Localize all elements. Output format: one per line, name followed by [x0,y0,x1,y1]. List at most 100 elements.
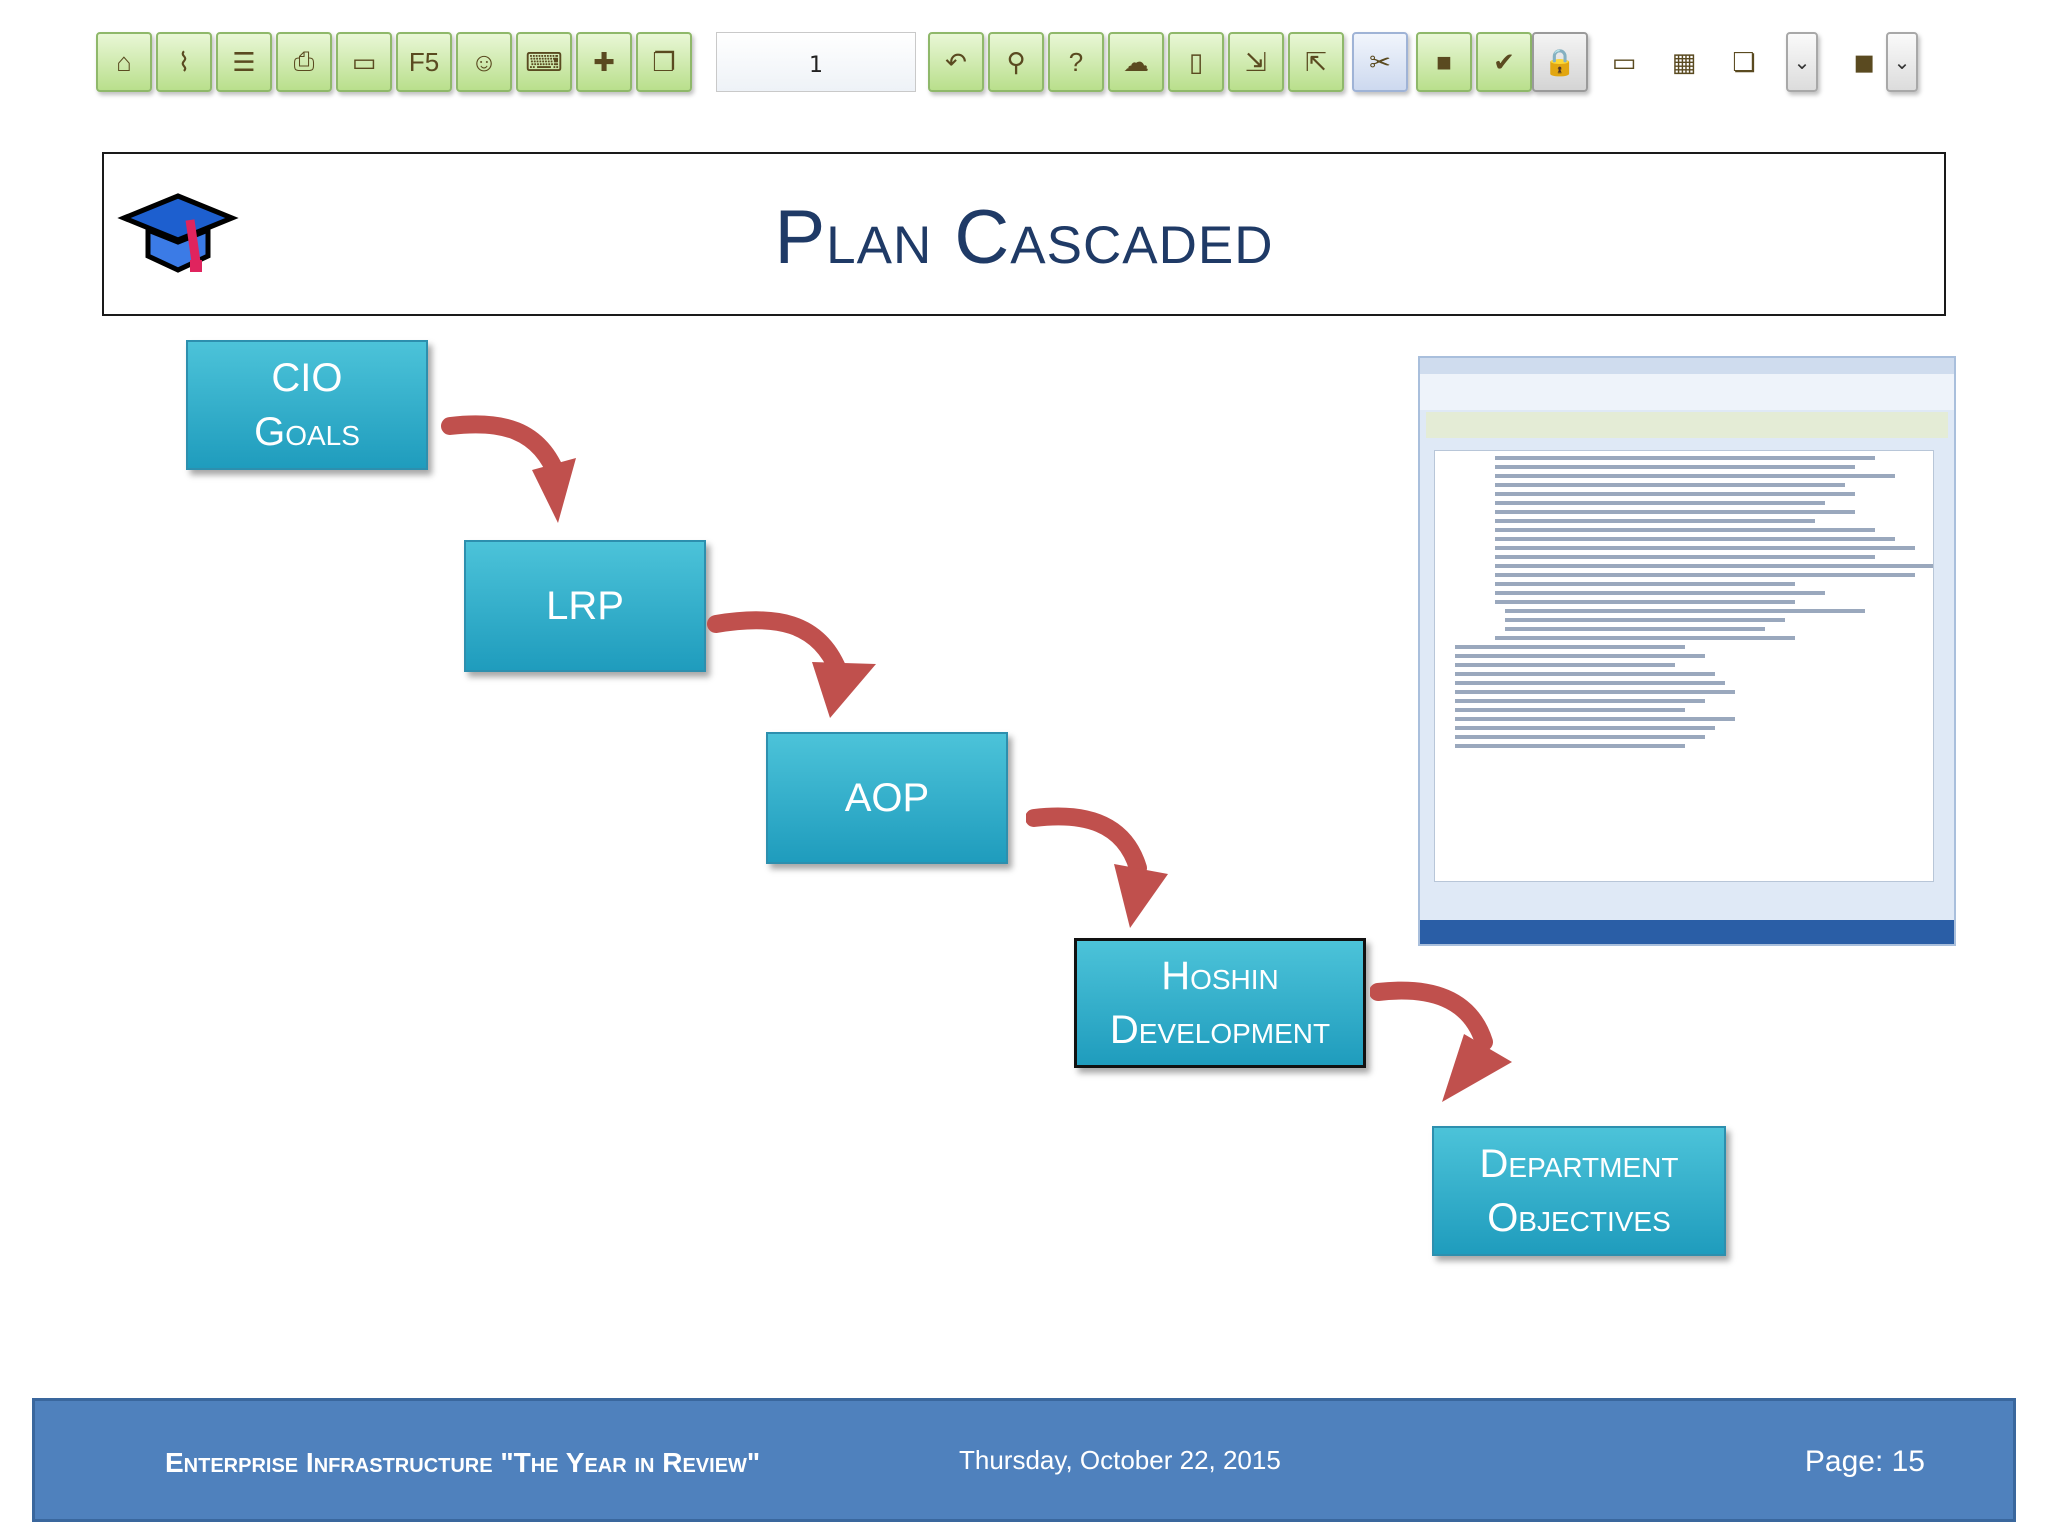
note-button[interactable]: ■ [1416,32,1472,92]
lock-icon: 🔒 [1544,47,1576,78]
keyboard-icon: ⌨ [525,47,563,78]
window-button[interactable]: ❐ [636,32,692,92]
layers-button[interactable]: ◼ [1836,32,1892,92]
calendar-icon: ▦ [1672,47,1697,78]
tools-button[interactable]: ✂ [1352,32,1408,92]
screenshot-header [1420,374,1954,410]
chart-icon: ⌇ [178,47,191,78]
blank-page-icon: ▯ [1189,47,1203,78]
spellcheck-icon: ✔ [1493,47,1515,78]
spellcheck-button[interactable]: ✔ [1476,32,1532,92]
tree-line [1495,573,1915,577]
import-icon: ⇱ [1305,47,1327,78]
lock-button[interactable]: 🔒 [1532,32,1588,92]
open-folder-button[interactable]: ▭ [336,32,392,92]
help-button[interactable]: ? [1048,32,1104,92]
home-button[interactable]: ⌂ [96,32,152,92]
page-button[interactable]: ▯ [1168,32,1224,92]
import-button[interactable]: ⇱ [1288,32,1344,92]
f5-refresh-icon: F5 [409,47,439,78]
note-icon: ■ [1436,47,1452,78]
tree-line [1495,474,1895,478]
tree-line [1455,699,1705,703]
tree-line [1495,555,1875,559]
department-objectives-box[interactable]: Department Objectives [1432,1126,1726,1256]
curved-arrow-4 [1370,976,1520,1106]
curved-arrow-2 [706,600,886,730]
tree-line [1495,600,1795,604]
tree-line [1505,618,1785,622]
printer-icon: ⎙ [294,46,315,78]
tree-line [1495,465,1855,469]
embedded-app-screenshot [1418,356,1956,946]
copy-dropdown[interactable]: ⌄ [1786,32,1818,92]
cio-goals-box[interactable]: CIO Goals [186,340,428,470]
window-icon: ❐ [652,47,675,78]
tools-icon: ✂ [1369,47,1391,78]
curved-arrow-3 [1026,804,1176,934]
plus-alert-icon: ✚ [593,47,615,78]
help-cursor-icon: ? [1069,47,1083,78]
back-button[interactable]: ↶ [928,32,984,92]
tree-line [1495,483,1845,487]
copy-icon: ❏ [1732,47,1755,78]
tree-line [1495,537,1895,541]
tree-line [1495,564,1934,568]
folder-icon: ▭ [352,47,377,78]
chat-bubbles-icon: ☁ [1123,47,1149,78]
tree-line [1495,591,1825,595]
footer-page-number: Page: 15 [1805,1445,1925,1479]
tree-line [1495,519,1815,523]
aop-box[interactable]: AOP [766,732,1008,864]
undo-arrow-icon: ↶ [945,47,967,78]
layers-dropdown[interactable]: ⌄ [1886,32,1918,92]
chat-button[interactable]: ☁ [1108,32,1164,92]
documents-button[interactable]: ☰ [216,32,272,92]
find-button[interactable]: ⚲ [988,32,1044,92]
tree-line [1455,645,1685,649]
tree-line [1455,681,1725,685]
tree-line [1505,627,1765,631]
binoculars-icon: ⚲ [1006,47,1025,78]
lrp-box[interactable]: LRP [464,540,706,672]
layers-icon: ◼ [1853,47,1875,78]
tree-line [1455,717,1735,721]
curved-arrow-1 [440,408,590,538]
chevron-down-icon: ⌄ [1894,50,1911,75]
refresh-button[interactable]: F5 [396,32,452,92]
keyboard-button[interactable]: ⌨ [516,32,572,92]
export-button[interactable]: ⇲ [1228,32,1284,92]
chart-button[interactable]: ⌇ [156,32,212,92]
add-alert-button[interactable]: ✚ [576,32,632,92]
tree-line [1455,690,1735,694]
screenshot-tree-list [1434,450,1934,882]
tree-line [1495,510,1855,514]
footer-date: Thursday, October 22, 2015 [959,1445,1281,1476]
tree-line [1495,492,1855,496]
footer-title: Enterprise Infrastructure "The Year in R… [165,1447,760,1479]
chevron-down-icon: ⌄ [1794,50,1811,75]
tree-line [1455,654,1705,658]
copy-button[interactable]: ❏ [1716,32,1772,92]
card-button[interactable]: ▭ [1596,32,1652,92]
toolbar: ⌂ ⌇ ☰ ⎙ ▭ F5 ☺ ⌨ ✚ ❐ ↶ ⚲? ☁ ▯ ⇲ ⇱ ✂ ■ ✔ 🔒 ▭ ▦ ❏ ⌄ ◼ ⌄ [96,32,1956,100]
tree-line [1495,501,1825,505]
page-title: Plan Cascaded [104,194,1944,281]
screenshot-titlebar [1420,358,1954,374]
calendar-button[interactable]: ▦ [1656,32,1712,92]
smiley-icon: ☺ [471,47,498,78]
tree-line [1495,456,1875,460]
screenshot-toolbar [1426,412,1948,438]
hoshin-development-box[interactable]: Hoshin Development [1074,938,1366,1068]
screenshot-status-bar [1420,920,1954,944]
footer-bar: Enterprise Infrastructure "The Year in R… [32,1398,2016,1522]
export-icon: ⇲ [1245,47,1267,78]
tree-line [1495,528,1875,532]
smiley-button[interactable]: ☺ [456,32,512,92]
tree-line [1455,708,1685,712]
page-number-field[interactable] [716,32,916,92]
documents-icon: ☰ [232,47,255,78]
print-button[interactable]: ⎙ [276,32,332,92]
title-box: Plan Cascaded [102,152,1946,316]
tree-line [1495,546,1915,550]
